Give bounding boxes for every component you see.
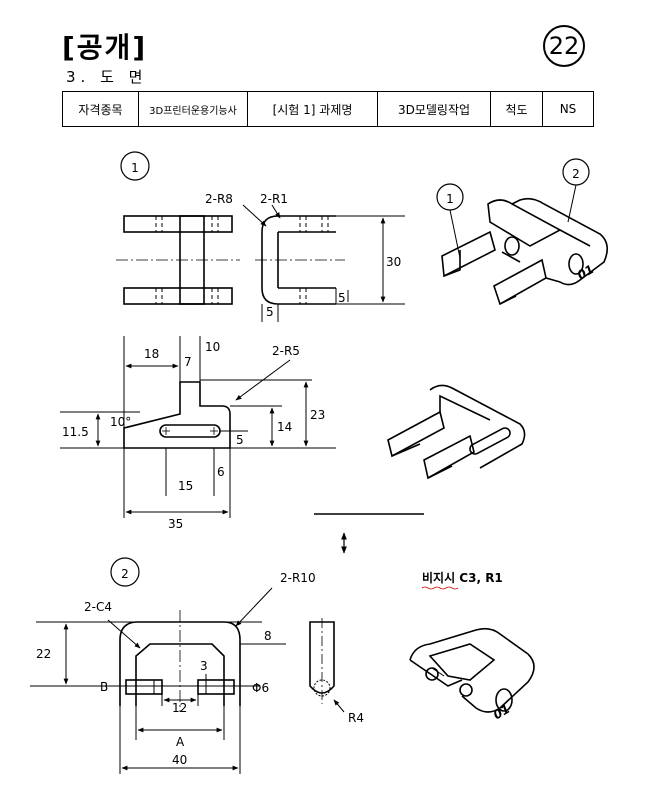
dim-18: 18 (144, 347, 159, 361)
dim-5-slot: 5 (236, 433, 244, 447)
dim-2-r10: 2-R10 (280, 571, 316, 585)
iso-label-1: 1 (446, 192, 454, 206)
dim-5-right: 5 (338, 291, 346, 305)
dim-14: 14 (277, 420, 292, 434)
svg-text:1: 1 (131, 161, 139, 175)
dim-15: 15 (178, 479, 193, 493)
label-task: [시험 1] 과제명 (247, 91, 378, 127)
dim-11-5: 11.5 (62, 425, 89, 439)
dim-5-bottom: 5 (266, 305, 274, 319)
dim-phi6: Φ6 (252, 681, 269, 695)
part2-marker: 2 (110, 557, 140, 587)
dim-30: 30 (386, 255, 401, 269)
dim-2-c4: 2-C4 (84, 600, 112, 614)
part2-front-view (30, 587, 286, 774)
part2-iso-mark: 01 (491, 702, 512, 722)
dim-40: 40 (172, 753, 187, 767)
dim-2-r8: 2-R8 (205, 192, 233, 206)
dim-23: 23 (310, 408, 325, 422)
dim-b: B (100, 680, 108, 694)
dim-22: 22 (36, 647, 51, 661)
part1-iso-view (387, 384, 526, 480)
part1-top-view (116, 215, 240, 305)
dim-a: A (176, 735, 185, 749)
dim-angle: 10° (110, 415, 131, 429)
part1-marker: 1 (120, 151, 150, 181)
label-qualification: 자격종목 (62, 91, 139, 127)
label-scale: 척도 (490, 91, 543, 127)
dim-12: 12 (172, 701, 187, 715)
dim-6: 6 (217, 465, 225, 479)
spellcheck-underline (421, 586, 459, 590)
dim-35: 35 (168, 517, 183, 531)
section-title: 3. 도 면 (66, 68, 148, 86)
part2-side-view (309, 618, 345, 713)
section-divider (314, 513, 424, 554)
value-qualification: 3D프린터운용기능사 (138, 91, 248, 127)
value-task: 3D모델링작업 (377, 91, 491, 127)
dim-2-r5: 2-R5 (272, 344, 300, 358)
dim-3: 3 (200, 659, 208, 673)
assembly-iso-view (436, 158, 608, 306)
dim-2-r1: 2-R1 (260, 192, 288, 206)
iso-label-2: 2 (572, 167, 580, 181)
dim-7: 7 (184, 355, 192, 369)
dim-10: 10 (205, 340, 220, 354)
problem-number-badge: 22 (543, 25, 585, 67)
page-title: [공개] (62, 31, 148, 64)
svg-text:2: 2 (121, 567, 129, 581)
iso-part-mark: 01 (575, 262, 596, 282)
dim-8: 8 (264, 629, 272, 643)
note-unspecified-chamfer: 비지시 C3, R1 (422, 570, 503, 585)
dim-r4: R4 (348, 711, 364, 725)
title-block-table: 자격종목 3D프린터운용기능사 [시험 1] 과제명 3D모델링작업 척도 NS (62, 91, 594, 127)
part1-side-view (60, 336, 336, 518)
part2-iso-view (409, 627, 535, 713)
value-scale: NS (542, 91, 594, 127)
part1-front-view (242, 204, 405, 322)
